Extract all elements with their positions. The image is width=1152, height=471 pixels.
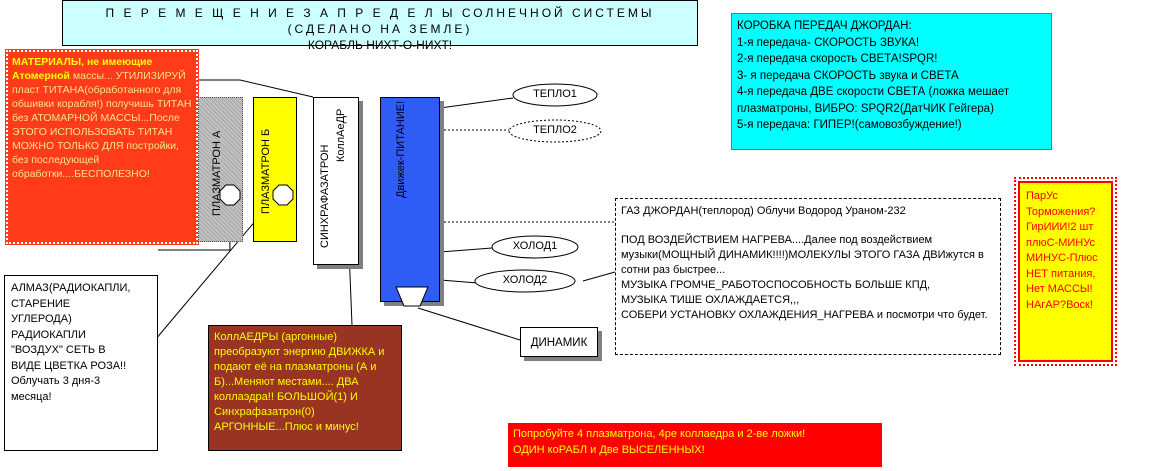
gas-note: ГАЗ ДЖОРДАН(теплород) Облучи Водород Ура… — [615, 198, 1001, 355]
materials-rest: массы... УТИЛИЗИРУЙ пласт ТИТАНА(обработ… — [12, 70, 192, 180]
title-line2: КОРАБЛЬ НИХТ-О-НИХТ! — [307, 38, 453, 52]
gas-line: СОБЕРИ УСТАНОВКУ ОХЛАЖДЕНИЯ_НАГРЕВА и по… — [621, 309, 988, 321]
diamond-line: ВИДЕ ЦВЕТКА РОЗА!! — [11, 359, 127, 372]
sail-line: ПарУс — [1026, 190, 1058, 202]
diamond-line: "ВОЗДУХ" СЕТЬ В — [11, 344, 106, 356]
heat2-label: ТЕПЛО2 — [533, 124, 577, 136]
sail-line: ГирИИИ!2 шт — [1026, 221, 1094, 233]
gas-line: МУЗЫКА ГРОМЧЕ_РАБОТОСПОСОБНОСТЬ БОЛЬШЕ К… — [621, 279, 931, 291]
plasmatron-b: ПЛАЗМАТРОН Б — [253, 97, 297, 242]
diamond-note: АЛМАЗ(РАДИОКАПЛИ, СТАРЕНИЕ УГЛЕРОДА) РАД… — [4, 275, 158, 451]
diamond-line: СТАРЕНИЕ — [11, 297, 71, 310]
sail-line: Нет МАССЫ! — [1026, 283, 1093, 295]
sail-line: НЕТ питания, — [1026, 267, 1096, 280]
drive-label: Движек-ПИТАНИЕ! — [395, 100, 407, 198]
octagon-icon — [219, 184, 241, 206]
plasma-b-label: ПЛАЗМАТРОН Б — [260, 128, 272, 214]
colliders-text: КоллАЕДРЫ (аргонные) преобразуют энергию… — [214, 331, 385, 433]
cone-icon — [395, 286, 429, 307]
diamond-line: месяца! — [11, 390, 52, 403]
gas-line: ПОД ВОЗДЕЙСТВИЕМ НАГРЕВА....Далее под во… — [621, 234, 984, 276]
connector-line — [439, 279, 479, 284]
title-line1: П Е Р Е М Е Щ Е Н И Е З А П Р Е Д Е Л Ы … — [105, 6, 655, 36]
gearbox-heading: КОРОБКА ПЕРЕДАЧ ДЖОРДАН: — [737, 20, 912, 32]
speaker-label: ДИНАМИК — [530, 337, 588, 349]
diamond-line: РАДИОКАПЛИ — [11, 328, 86, 341]
plasmatron-a: ПЛАЗМАТРОН А — [198, 97, 243, 242]
colliders-note: КоллАЕДРЫ (аргонные) преобразуют энергию… — [208, 325, 402, 451]
sync-label: СИНХРАФАЗАТРОН — [319, 144, 331, 248]
gearbox-line: 3- я передача СКОРОСТЬ звука и СВЕТА — [737, 69, 959, 82]
cold1-ellipse — [491, 235, 579, 259]
gas-line: МУЗЫКА ТИШЕ ОХЛАЖДАЕТСЯ,,, — [621, 294, 800, 306]
cold1-label: ХОЛОД1 — [512, 240, 558, 252]
sail-line: плюС-МИНУс — [1026, 236, 1095, 249]
heat1-ellipse — [512, 83, 598, 107]
gas-heading: ГАЗ ДЖОРДАН(теплород) Облучи Водород Ура… — [621, 205, 906, 217]
title-banner: П Е Р Е М Е Щ Е Н И Е З А П Р Е Д Е Л Ы … — [62, 0, 698, 52]
gearbox-line: 2-я передача скорость СВЕТА!SPQR! — [737, 53, 938, 65]
sail-note: ПарУс Торможения? ГирИИИ!2 шт плюС-МИНУс… — [1014, 177, 1117, 366]
connector-line — [439, 247, 493, 253]
speaker-box: ДИНАМИК — [520, 327, 598, 357]
sail-line: МИНУС-Плюс — [1026, 252, 1098, 264]
drive-power: Движек-ПИТАНИЕ! — [380, 97, 440, 307]
synchrophasotron: СИНХРАФАЗАТРОН КоллАеДР — [313, 97, 359, 265]
diamond-line: Облучать 3 дня-3 — [11, 375, 101, 387]
cold2-ellipse — [474, 269, 576, 293]
heat1-label: ТЕПЛО1 — [533, 88, 577, 100]
sail-line: Торможения? — [1026, 205, 1096, 218]
try-line1: Попробуйте 4 плазматрона, 4ре коллаедра … — [513, 428, 806, 440]
connector-line — [439, 97, 514, 109]
try-line2: ОДИН коРАБЛ и Две ВЫСЕЛЕННЫХ! — [513, 444, 705, 456]
materials-note: МАТЕРИАЛЫ, не имеющие Атомерной массы...… — [5, 49, 199, 245]
gearbox-note: КОРОБКА ПЕРЕДАЧ ДЖОРДАН: 1-я передача- С… — [731, 13, 1052, 150]
connector-line — [239, 79, 314, 98]
collider-label: КоллАеДР — [335, 108, 347, 162]
sail-line: НАгАР?Воск! — [1026, 298, 1093, 311]
gearbox-line: 1-я передача- СКОРОСТЬ ЗВУКА! — [737, 36, 920, 49]
gearbox-line: 4-я передача ДВЕ скорости СВЕТА (ложка м… — [737, 86, 1010, 115]
heat2-ellipse — [508, 119, 602, 143]
diamond-line: АЛМАЗ(РАДИОКАПЛИ, — [11, 282, 131, 294]
gearbox-line: 5-я передача: ГИПЕР!(самовозбуждение!) — [737, 119, 962, 131]
connector-line — [417, 307, 521, 341]
connector-line — [582, 271, 616, 282]
octagon-icon — [272, 184, 294, 206]
diamond-line: УГЛЕРОДА) — [11, 313, 72, 325]
try-note: Попробуйте 4 плазматрона, 4ре коллаедра … — [508, 423, 882, 467]
cold2-label: ХОЛОД2 — [502, 274, 548, 286]
materials-bold: МАТЕРИАЛЫ, не имеющие Атомерной — [12, 56, 153, 82]
